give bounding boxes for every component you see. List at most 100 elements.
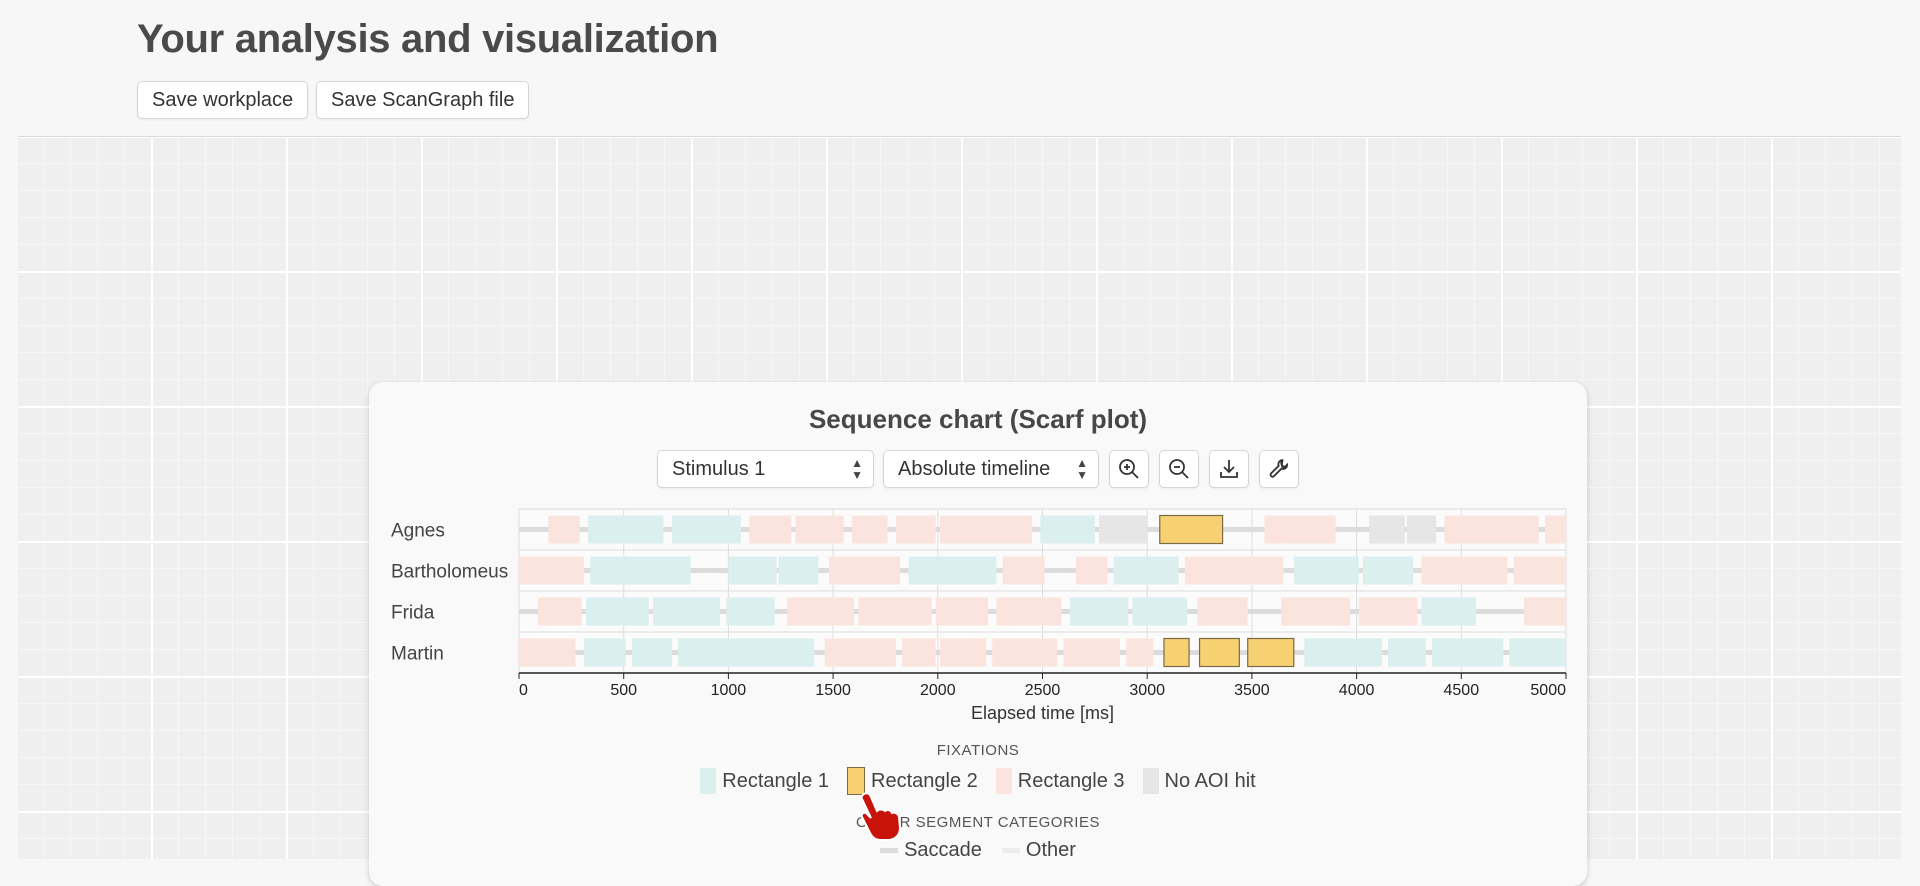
x-tick-label: 0 (519, 682, 528, 699)
other-swatch (1001, 848, 1020, 853)
fixation-segment (1069, 597, 1129, 626)
fixation-segment (935, 597, 989, 626)
legend-item-saccade[interactable]: Saccade (880, 839, 982, 862)
fixation-segment (778, 556, 819, 585)
legend-item-rectangle-2[interactable]: Rectangle 2 (847, 767, 978, 795)
fixation-segment (902, 638, 936, 667)
legend-label: Rectangle 2 (871, 769, 978, 792)
fixation-segment (851, 515, 888, 544)
fixation-segment (1184, 556, 1284, 585)
legend-swatch (700, 768, 717, 794)
fixation-segment (728, 556, 777, 585)
fixation-segment (1421, 597, 1476, 626)
x-tick-label: 1000 (711, 682, 747, 699)
fixation-segment (1388, 638, 1426, 667)
fixation-segment (749, 515, 792, 544)
wrench-icon (1269, 459, 1288, 478)
fixation-segment (726, 597, 775, 626)
legend-item-other[interactable]: Other (1001, 839, 1076, 862)
fixation-segment (1406, 515, 1437, 544)
fixation-segment (519, 556, 584, 585)
fixation-segment (1264, 515, 1336, 544)
download-icon (1220, 460, 1238, 478)
fixation-segment (1524, 597, 1566, 626)
legend-label: Other (1025, 839, 1076, 861)
x-tick-label: 2500 (1025, 682, 1061, 699)
legend-label: Rectangle 3 (1017, 769, 1125, 792)
zoom-in-button[interactable] (1109, 450, 1149, 488)
fixation-segment (586, 597, 649, 626)
legend-swatch (1142, 768, 1159, 794)
participant-label: Agnes (391, 521, 445, 542)
select-arrows-icon: ▲▼ (1076, 456, 1088, 482)
fixation-segment (1293, 556, 1359, 585)
zoom-out-button[interactable] (1159, 450, 1199, 488)
x-tick-label: 4500 (1444, 682, 1480, 699)
legend-item-no-aoi-hit[interactable]: No AOI hit (1142, 767, 1256, 795)
fixation-segment (895, 515, 936, 544)
chart-title: Sequence chart (Scarf plot) (808, 404, 1148, 434)
workspace-canvas[interactable]: Sequence chart (Scarf plot) Stimulus 1 ▲… (18, 136, 1901, 886)
fixation-segment (1197, 597, 1248, 626)
scarf-plot-card: Sequence chart (Scarf plot) Stimulus 1 ▲… (369, 382, 1587, 886)
download-button[interactable] (1209, 450, 1249, 488)
legend-item-rectangle-3[interactable]: Rectangle 3 (995, 767, 1125, 795)
legend-swatch (995, 768, 1012, 794)
fixation-segment (583, 638, 626, 667)
fixation-segment (1509, 638, 1566, 667)
legend-label: Rectangle 1 (722, 769, 830, 792)
fixation-segment (1076, 556, 1108, 585)
zoom-out-icon (1169, 459, 1189, 479)
fixation-segment (1159, 514, 1224, 545)
legend-swatch (847, 767, 866, 795)
legend-label: Saccade (904, 839, 982, 861)
x-tick-label: 3500 (1234, 682, 1270, 699)
participant-label: Frida (391, 603, 435, 624)
fixation-segment (1063, 638, 1120, 667)
fixation-segment (939, 515, 1033, 544)
timeline-select-value: Absolute timeline (898, 458, 1051, 480)
legend-item-rectangle-1[interactable]: Rectangle 1 (700, 767, 829, 795)
x-tick-label: 5000 (1530, 682, 1566, 699)
fixation-segment (992, 638, 1058, 667)
fixation-segment (1358, 597, 1418, 626)
fixation-segment (1126, 638, 1154, 667)
fixation-segment (939, 638, 986, 667)
settings-button[interactable] (1259, 450, 1299, 488)
x-tick-label: 4000 (1339, 682, 1375, 699)
fixation-segment (1002, 556, 1045, 585)
fixation-segment (1421, 556, 1508, 585)
fixation-segment (1304, 638, 1382, 667)
page-header: Your analysis and visualization Save wor… (137, 0, 1737, 136)
page-title: Your analysis and visualization (137, 17, 719, 61)
stimulus-select[interactable]: Stimulus 1 ▲▼ (657, 450, 874, 488)
x-tick-label: 2000 (920, 682, 956, 699)
x-tick-label: 500 (610, 682, 637, 699)
fixation-segment (787, 597, 855, 626)
fixations-legend: Rectangle 1 Rectangle 2 Rectangle 3 No AOI … (369, 767, 1587, 795)
fixation-segment (858, 597, 932, 626)
fixation-segment (824, 638, 896, 667)
pointer-hand-icon (860, 792, 902, 841)
fixation-segment (1198, 637, 1240, 668)
fixation-segment (590, 556, 691, 585)
fixation-segment (1369, 515, 1405, 544)
fixation-segment (1431, 638, 1504, 667)
saccade-swatch (880, 848, 899, 853)
zoom-in-icon (1119, 459, 1139, 479)
fixation-segment (678, 638, 815, 667)
stimulus-select-value: Stimulus 1 (672, 458, 766, 480)
fixation-segment (1545, 515, 1566, 544)
fixation-segment (1040, 515, 1095, 544)
fixation-segment (537, 597, 582, 626)
timeline-select[interactable]: Absolute timeline ▲▼ (883, 450, 1099, 488)
save-workplace-button[interactable]: Save workplace (137, 81, 309, 119)
fixation-segment (632, 638, 672, 667)
select-arrows-icon: ▲▼ (851, 456, 863, 482)
other-legend: Saccade Other (369, 839, 1587, 862)
fixation-segment (1113, 556, 1179, 585)
save-scangraph-button[interactable]: Save ScanGraph file (316, 81, 530, 119)
fixation-segment (653, 597, 721, 626)
fixation-segment (1444, 515, 1539, 544)
